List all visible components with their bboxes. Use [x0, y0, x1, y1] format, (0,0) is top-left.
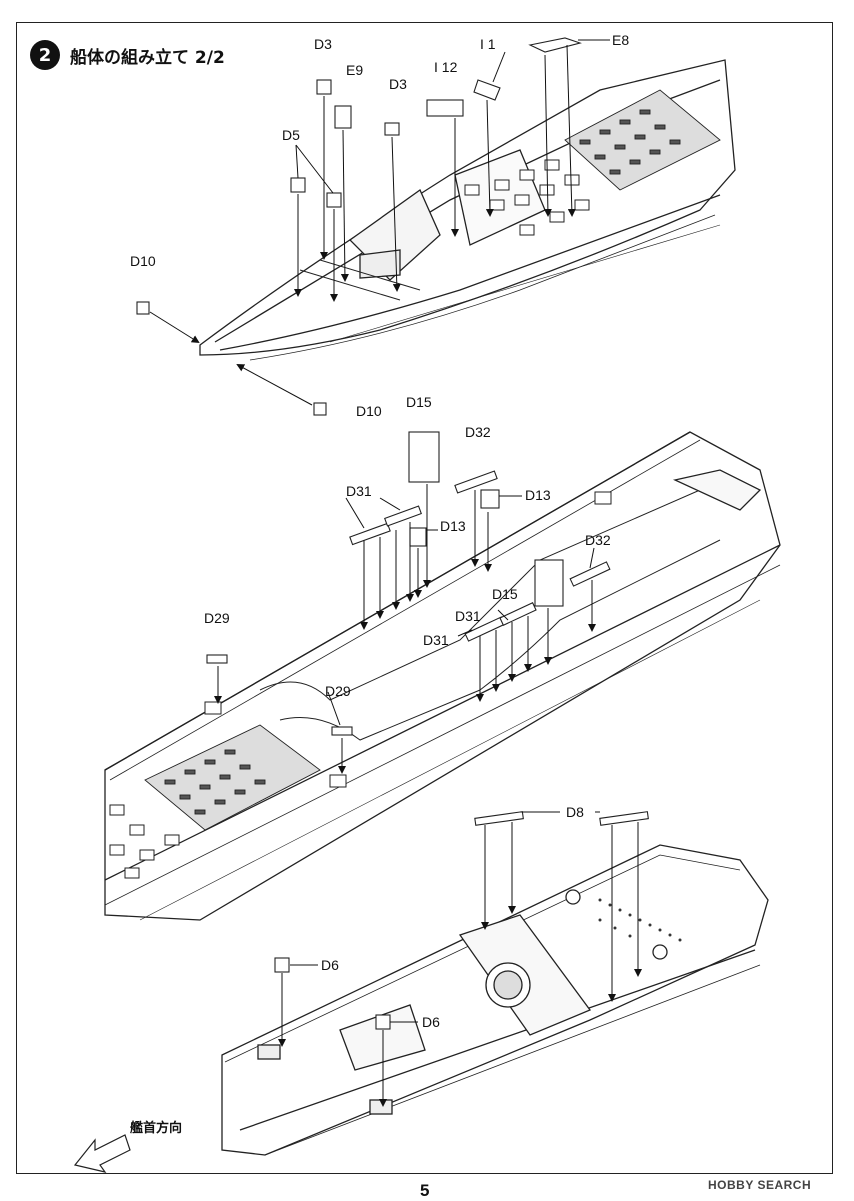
part-d31-a	[349, 522, 391, 546]
label-d6-b: D6	[422, 1014, 440, 1030]
midship-cradle-grid	[144, 724, 321, 831]
bow-direction-arrow	[73, 1134, 131, 1173]
label-d3-a: D3	[314, 36, 332, 52]
part-d10-a	[136, 301, 150, 315]
part-d6-b	[375, 1014, 391, 1030]
part-d32-a	[454, 470, 498, 494]
bow-direction-label: 艦首方向	[130, 1121, 183, 1136]
stern-leader-lines	[278, 811, 642, 1107]
midship-deck-fittings	[109, 491, 612, 879]
part-e8	[528, 37, 582, 53]
label-d15-b: D15	[492, 586, 518, 602]
part-i12	[426, 99, 464, 117]
label-d3-b: D3	[389, 76, 407, 92]
label-d29-b: D29	[325, 683, 351, 699]
label-i12: I 12	[434, 59, 458, 75]
page-frame	[16, 22, 833, 1174]
part-d29-mount-b	[329, 774, 347, 788]
label-d32-a: D32	[465, 424, 491, 440]
label-e8: E8	[612, 32, 630, 48]
part-e9	[334, 105, 352, 129]
watermark: HOBBY SEARCH	[708, 1178, 812, 1192]
stern-hull	[221, 844, 769, 1156]
part-d31-b	[384, 505, 422, 527]
part-d29-b	[331, 726, 353, 736]
label-d15-a: D15	[406, 394, 432, 410]
part-d13-a	[480, 489, 500, 509]
part-d3-b	[384, 122, 400, 136]
part-d29-mount-a	[204, 701, 222, 715]
label-i1: I 1	[480, 36, 496, 52]
label-d6-a: D6	[321, 957, 339, 973]
stern-dots	[598, 898, 682, 942]
part-d3-a	[316, 79, 332, 95]
step-title: 船体の組み立て 2/2	[70, 47, 225, 68]
page-number: 5	[420, 1181, 430, 1200]
label-d31-a: D31	[346, 483, 372, 499]
bow-parts	[136, 37, 582, 416]
part-d29-a	[206, 654, 228, 664]
label-d10-a: D10	[130, 253, 156, 269]
part-d6-a	[274, 957, 290, 973]
part-i1	[473, 79, 501, 101]
label-d13-a: D13	[525, 487, 551, 503]
midship-leader-lines	[214, 484, 596, 774]
part-d32-b	[569, 561, 611, 587]
midship-parts	[206, 431, 611, 736]
part-d10-b	[313, 402, 327, 416]
midship-hull	[104, 431, 781, 921]
step-number-badge: 2	[30, 40, 60, 70]
bow-cradle-grid	[564, 89, 721, 191]
part-d15-b	[534, 559, 564, 607]
bow-deck-fittings	[464, 159, 590, 236]
label-d13-b: D13	[440, 518, 466, 534]
part-d8-a	[474, 811, 524, 826]
label-d8: D8	[566, 804, 584, 820]
part-d5-a	[290, 177, 306, 193]
label-d32-b: D32	[585, 532, 611, 548]
part-d13-b	[409, 527, 427, 547]
bow-leader-lines	[149, 39, 610, 406]
label-e9: E9	[346, 62, 364, 78]
step-header: 2 船体の組み立て 2/2	[30, 40, 225, 70]
part-d5-b	[326, 192, 342, 208]
label-d5: D5	[282, 127, 300, 143]
part-d8-b	[599, 811, 649, 826]
label-d31-b: D31	[455, 608, 481, 624]
stern-parts	[274, 811, 649, 1030]
label-d31-c: D31	[423, 632, 449, 648]
part-d15-a	[408, 431, 440, 483]
label-d10-b: D10	[356, 403, 382, 419]
part-d31-d	[499, 602, 537, 626]
label-d29-a: D29	[204, 610, 230, 626]
